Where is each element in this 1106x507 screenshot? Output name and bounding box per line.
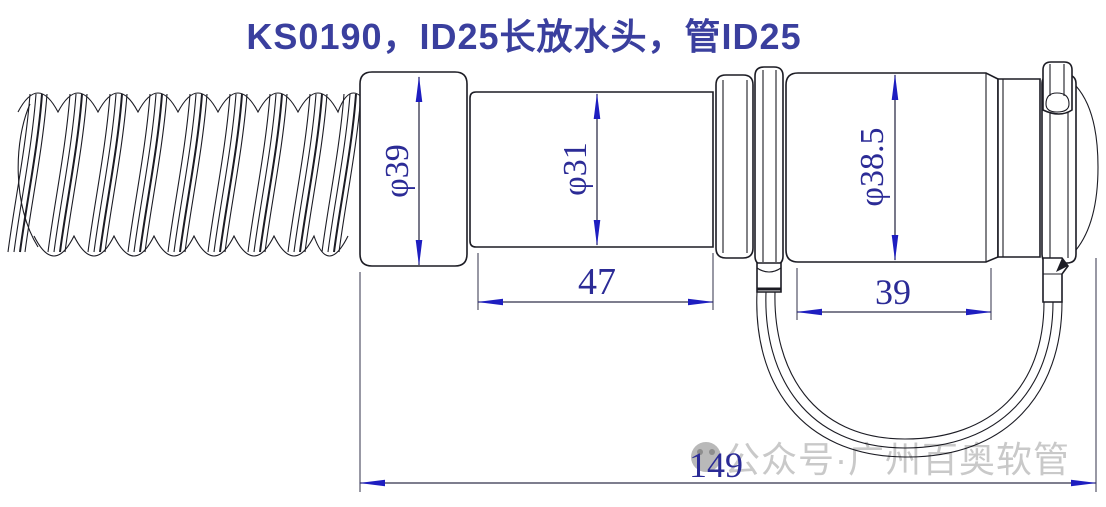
dimension-body-diameter-label: φ38.5	[854, 127, 891, 206]
cap-top-tab-slot	[1045, 92, 1070, 113]
dimension-collar-diameter: φ39	[379, 76, 423, 266]
cap-bottom-tab-wedge	[1056, 258, 1068, 272]
hose-rib-lines	[7, 93, 362, 253]
middle-cylinder-phi31-outline	[469, 91, 714, 248]
dimensions-layer: φ39 φ31 φ38.5 47 39	[359, 74, 1097, 492]
dimension-collar-diameter-label: φ39	[379, 144, 416, 198]
main-body-outline	[785, 72, 999, 263]
strap-stem-outline	[756, 262, 782, 293]
dimension-middle-length: 47	[477, 253, 714, 310]
cap-strap-loop	[756, 291, 1063, 458]
hose-spiral-ribs	[7, 93, 362, 253]
dimension-body-length: 39	[796, 268, 992, 320]
strap-loop-outer	[756, 291, 1063, 458]
dimension-middle-diameter-label: φ31	[557, 142, 594, 196]
hose-left-end	[17, 103, 39, 248]
hose-rib-shade-lines	[19, 93, 357, 253]
hose-top-outline	[17, 92, 373, 114]
dimension-body-diameter: φ38.5	[854, 74, 899, 261]
wechat-official-account-icon	[691, 442, 721, 472]
cap-flange-outline	[997, 78, 1041, 258]
rib-flange-outline	[715, 74, 754, 259]
hose-bottom-outline	[33, 234, 349, 257]
drawing-title: KS0190，ID25长放水头，管ID25	[246, 16, 802, 57]
dimension-overall-length-label: 149	[689, 445, 743, 485]
strap-stem-arc	[756, 267, 782, 273]
dimension-middle-diameter: φ31	[557, 93, 601, 246]
strap-ring-outline	[754, 66, 784, 266]
watermark: 公众号·广州百奥软管	[691, 439, 1070, 480]
dimension-middle-length-label: 47	[578, 261, 616, 303]
cap-dome-outline	[1075, 85, 1099, 251]
dimension-body-length-label: 39	[875, 272, 911, 312]
fitting-body	[359, 61, 1099, 303]
strap-loop-middle	[765, 291, 1054, 449]
dimension-overall-length: 149	[359, 258, 1097, 492]
cap-top-tab-outline	[1042, 61, 1073, 115]
corrugated-hose	[7, 92, 373, 257]
strap-loop-inner	[774, 291, 1045, 440]
collar-phi39-outline	[359, 71, 468, 267]
watermark-text: 公众号·广州百奥软管	[724, 439, 1070, 480]
